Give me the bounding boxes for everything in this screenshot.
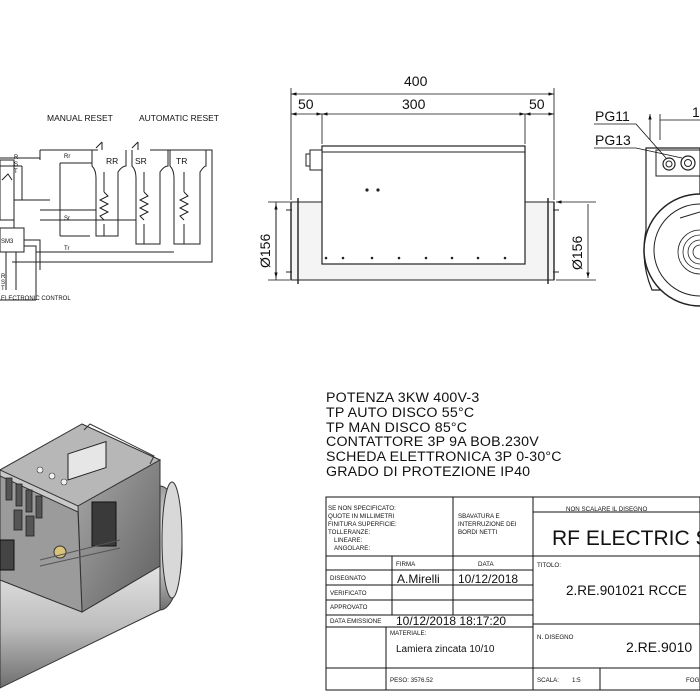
title-block-small-text: SE NON SPECIFICATO: QUOTE IN MILLIMETRI … <box>328 505 700 684</box>
end-view-labels: PG11 PG13 1 <box>595 104 700 148</box>
drawn-by: A.Mirelli <box>397 572 440 586</box>
side-view-dimensions <box>268 88 596 280</box>
spec-line-contactor: CONTATTORE 3P 9A BOB.230V <box>326 434 539 451</box>
dim-diameter-right: Ø156 <box>569 236 585 270</box>
row-emissione: DATA EMISSIONE <box>330 618 381 625</box>
dim-diameter-left: Ø156 <box>257 234 273 268</box>
title-block-values: RF ELECTRIC S 2.RE.901021 RCCE A.Mirelli… <box>396 527 700 655</box>
terminal-label-r: R <box>14 155 19 161</box>
dim-overall-400: 400 <box>404 73 428 89</box>
spec-line-manual-thermostat: TP MAN DISCO 85°C <box>326 419 468 436</box>
row-disegnato: DISEGNATO <box>330 575 366 582</box>
col-firma: FIRMA <box>396 561 416 568</box>
spec-note-0: SE NON SPECIFICATO: <box>328 505 396 512</box>
schematic-labels: MANUAL RESET AUTOMATIC RESET RR SR TR <box>47 113 219 166</box>
col-data: DATA <box>478 561 494 568</box>
no-scale-note: NON SCALARE IL DISEGNO <box>566 506 647 513</box>
scale-value: 1:5 <box>572 677 581 684</box>
end-view <box>643 147 700 307</box>
dim-middle-300: 300 <box>402 96 426 112</box>
material-label: MATERIALE: <box>390 630 427 637</box>
wire-label-rr: Rr <box>64 154 70 160</box>
coil-label-sr: SR <box>135 156 147 166</box>
dim-right-50: 50 <box>529 96 545 112</box>
manual-reset-label: MANUAL RESET <box>47 113 113 123</box>
sm3-label: SM3 <box>1 239 14 245</box>
spec-line-power: POTENZA 3KW 400V-3 <box>326 390 480 406</box>
pg11-label: PG11 <box>595 108 630 124</box>
wire-label-tr: Tr <box>64 246 69 252</box>
row-verificato: VERIFICATO <box>330 590 367 597</box>
terminal-label-t2: T <box>1 286 5 292</box>
weight: PESO: 3576.52 <box>390 677 434 684</box>
dim-end-cut: 1 <box>692 104 700 120</box>
drawn-date: 10/12/2018 <box>458 572 518 586</box>
spec-line-auto-thermostat: TP AUTO DISCO 55°C <box>326 404 475 421</box>
emission-datetime: 10/12/2018 18:17:20 <box>396 614 506 628</box>
row-approvato: APPROVATO <box>330 604 368 611</box>
spec-note-4: LINEARE: <box>334 537 362 544</box>
wire-label-sr: Sr <box>64 216 70 222</box>
spec-line-electronic-board: SCHEDA ELETTRONICA 3P 0-30°C <box>326 449 562 466</box>
spec-line-protection: GRADO DI PROTEZIONE IP40 <box>326 463 531 480</box>
side-view-dimension-labels: 400 50 300 50 Ø156 Ø156 <box>257 73 585 270</box>
deburr-2: BORDI NETTI <box>458 529 497 536</box>
terminal-label-s: S <box>14 162 18 168</box>
material-value: Lamiera zincata 10/10 <box>396 644 495 655</box>
terminal-label-s2: S <box>1 280 5 286</box>
coil-label-tr: TR <box>176 156 187 166</box>
terminal-label-r2: R <box>1 274 6 280</box>
coil-label-rr: RR <box>106 156 118 166</box>
end-view-leaders <box>594 114 700 159</box>
pg13-label: PG13 <box>595 132 631 148</box>
schematic-small-labels: Rr Sr Tr R S T SM3 R S T ELECTRONIC CONT… <box>1 154 71 302</box>
drawing-title: RF ELECTRIC S <box>552 527 700 550</box>
spec-note-5: ANGOLARE: <box>334 545 370 552</box>
wiring-schematic <box>0 141 213 301</box>
side-view <box>286 145 559 284</box>
spec-note-1: QUOTE IN MILLIMETRI <box>328 513 395 520</box>
deburr-1: INTERRUZIONE DEI <box>458 521 517 528</box>
deburr-0: SBAVATURA E <box>458 513 500 520</box>
drawing-no-label: N. DISEGNO <box>537 634 574 641</box>
spec-note-3: TOLLERANZE: <box>328 529 370 536</box>
sheet-label: FOG <box>686 677 700 684</box>
drawing-number: 2.RE.9010 <box>626 639 692 655</box>
automatic-reset-label: AUTOMATIC RESET <box>139 113 219 123</box>
isometric-view <box>0 423 183 689</box>
drawing-title-code: 2.RE.901021 RCCE <box>566 583 687 598</box>
dim-left-50: 50 <box>298 96 314 112</box>
title-label: TITOLO: <box>537 562 561 569</box>
title-block-grid <box>325 496 700 691</box>
scale-label: SCALA: <box>537 677 559 684</box>
spec-note-2: FINITURA SUPERFICIE: <box>328 521 397 528</box>
specification-notes: POTENZA 3KW 400V-3 TP AUTO DISCO 55°C TP… <box>326 391 562 480</box>
terminal-label-t: T <box>14 169 18 175</box>
electronic-control-label: ELECTRONIC CONTROL <box>1 296 71 302</box>
